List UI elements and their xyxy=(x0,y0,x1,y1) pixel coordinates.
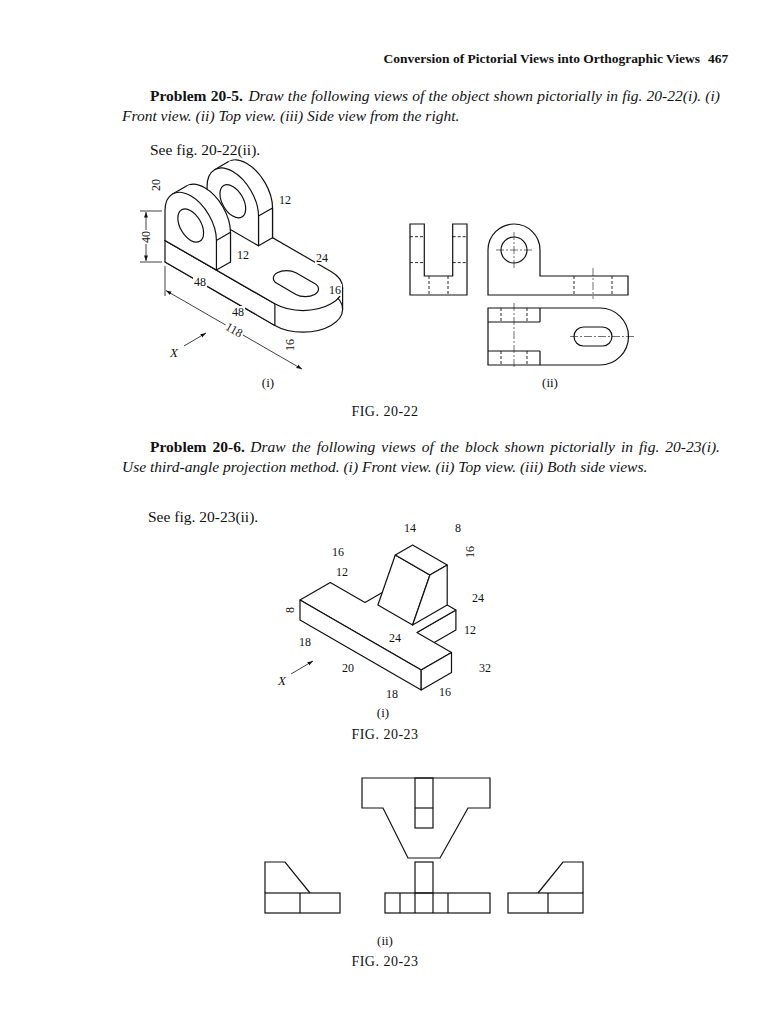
dimension-value: 40 xyxy=(140,230,152,244)
dimension-value: 32 xyxy=(478,662,492,674)
dimension-value: 16 xyxy=(284,338,296,352)
view-direction-mark: X xyxy=(277,674,287,687)
dimension-value: 118 xyxy=(223,320,246,340)
page-number: 467 xyxy=(708,51,728,67)
problem-paragraph: Problem 20-5.Draw the following views of… xyxy=(122,86,720,126)
dimension-value: 16 xyxy=(328,284,342,296)
dimension-value: 48 xyxy=(231,306,245,318)
dimension-value: 8 xyxy=(284,606,296,614)
figure-caption: FIG. 20-23 xyxy=(351,728,418,742)
dimension-value: 24 xyxy=(388,632,402,644)
figure-reference: See fig. 20-23(ii). xyxy=(148,508,258,526)
dimension-value: 20 xyxy=(341,662,355,674)
view-direction-mark: X xyxy=(169,346,179,359)
orthographic-views xyxy=(265,778,583,913)
figure-caption: FIG. 20-23 xyxy=(351,955,418,969)
problem-number: Problem 20-5. xyxy=(150,87,243,104)
dimension-lines xyxy=(140,211,302,369)
problem-paragraph: Problem 20-6.Draw the following views of… xyxy=(122,437,720,477)
isometric-bracket xyxy=(165,149,359,342)
dimension-value: 8 xyxy=(454,522,462,534)
dimension-value: 12 xyxy=(463,624,477,636)
dimension-value: 18 xyxy=(298,636,312,648)
dimension-value: 48 xyxy=(193,276,207,288)
dimension-value: 14 xyxy=(403,522,417,534)
dimension-value: 16 xyxy=(464,545,476,559)
isometric-block xyxy=(300,545,456,690)
figure-caption: FIG. 20-22 xyxy=(351,405,418,419)
dimension-value: 12 xyxy=(236,249,250,261)
running-head: Conversion of Pictorial Views into Ortho… xyxy=(384,51,700,67)
dimension-value: 16 xyxy=(438,686,452,698)
figure-reference: See fig. 20-22(ii). xyxy=(150,141,260,159)
dimension-value: 18 xyxy=(385,688,399,700)
dimension-value: 24 xyxy=(471,592,485,604)
sub-figure-label: (i) xyxy=(377,706,389,719)
sub-figure-label: (i) xyxy=(262,376,274,389)
sub-figure-label: (ii) xyxy=(542,376,558,389)
sub-figure-label: (ii) xyxy=(377,934,393,947)
orthographic-views xyxy=(410,224,635,369)
dimension-value: 24 xyxy=(315,252,329,264)
dimension-value: 12 xyxy=(335,566,349,578)
dimension-value: 16 xyxy=(331,546,345,558)
dimension-value: 12 xyxy=(278,194,292,206)
dimension-value: 20 xyxy=(150,178,162,192)
problem-number: Problem 20-6. xyxy=(150,438,245,455)
dimension-lines xyxy=(291,661,313,674)
